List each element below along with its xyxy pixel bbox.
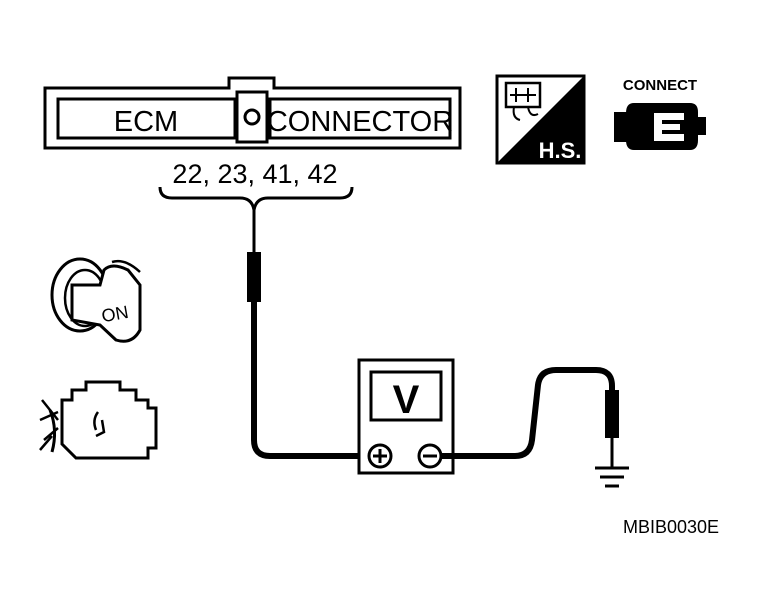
harness-side-icon: H.S. <box>495 74 586 165</box>
negative-probe <box>441 367 629 488</box>
negative-probe-tip <box>605 390 619 438</box>
ignition-on-label: ON <box>100 302 130 326</box>
connector-right-half <box>268 97 452 140</box>
connector-lock-circle <box>243 108 261 126</box>
positive-lead-wire <box>251 302 368 459</box>
connect-icon: CONNECT <box>614 77 706 150</box>
engine-icon <box>39 380 158 460</box>
voltmeter: V <box>357 358 455 475</box>
ground-icon <box>595 466 629 488</box>
connector-label: CONNECTOR <box>267 106 453 138</box>
voltmeter-mode-label: V <box>393 378 420 422</box>
harness-side-label: H.S. <box>539 138 582 163</box>
voltmeter-display <box>369 370 443 422</box>
figure-id: MBIB0030E <box>623 517 719 537</box>
positive-probe <box>247 210 368 459</box>
negative-lead-wire <box>441 367 615 459</box>
ignition-key-icon: ON <box>50 257 142 343</box>
ecm-label: ECM <box>114 106 178 138</box>
pin-brace <box>158 186 354 211</box>
connect-label: CONNECT <box>623 77 697 94</box>
ecm-connector: ECM CONNECTOR <box>43 76 462 150</box>
connector-left-half <box>56 97 237 140</box>
positive-probe-tip <box>247 252 261 302</box>
pin-numbers: 22, 23, 41, 42 <box>172 159 337 189</box>
